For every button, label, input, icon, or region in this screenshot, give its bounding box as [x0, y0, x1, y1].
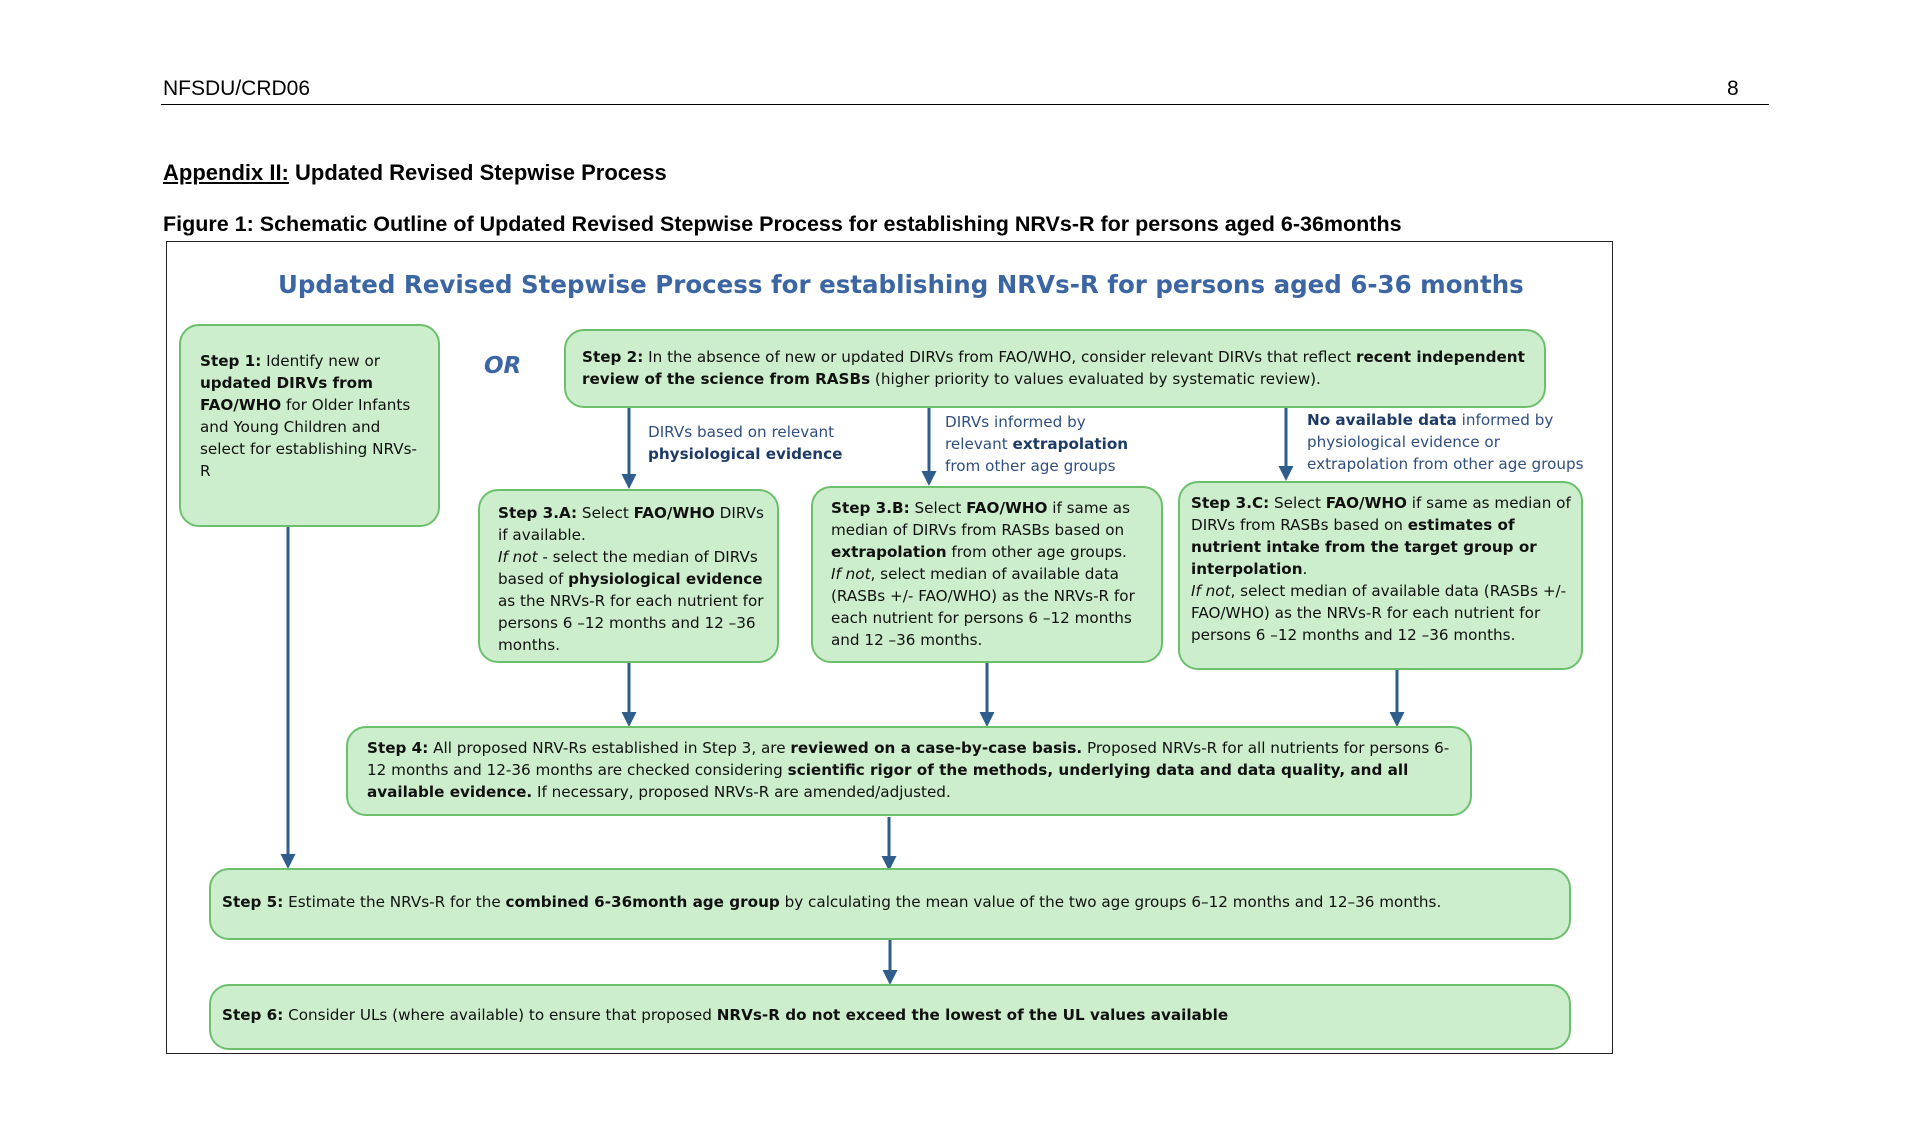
step3a-label: Step 3.A:	[498, 504, 578, 522]
appendix-label: Appendix II:	[163, 160, 289, 185]
appendix-heading: Appendix II: Updated Revised Stepwise Pr…	[163, 160, 667, 186]
label-physiological-evidence: DIRVs based on relevant physiological ev…	[648, 423, 843, 463]
step3c-box: Step 3.C: Select FAO/WHO if same as medi…	[1178, 481, 1583, 670]
step1-label: Step 1:	[200, 352, 262, 370]
step4-box: Step 4: All proposed NRV-Rs established …	[346, 726, 1472, 816]
step3c-label: Step 3.C:	[1191, 494, 1270, 512]
step6-box: Step 6: Consider ULs (where available) t…	[209, 984, 1571, 1050]
or-label: OR	[484, 353, 522, 379]
page-number: 8	[1727, 77, 1739, 100]
step3a-box: Step 3.A: Select FAO/WHO DIRVs if availa…	[478, 489, 779, 663]
diagram-title: Updated Revised Stepwise Process for est…	[278, 270, 1524, 299]
step5-box: Step 5: Estimate the NRVs-R for the comb…	[209, 868, 1571, 940]
step4-label: Step 4:	[367, 739, 429, 757]
figure-caption: Figure 1: Schematic Outline of Updated R…	[163, 212, 1402, 236]
step2-label: Step 2:	[582, 348, 644, 366]
figure-frame	[166, 241, 1613, 1054]
appendix-title: Updated Revised Stepwise Process	[288, 160, 667, 185]
header-rule	[161, 104, 1769, 105]
label-extrapolation: DIRVs informed by relevant extrapolation…	[945, 413, 1129, 475]
document-id: NFSDU/CRD06	[163, 77, 311, 100]
step5-label: Step 5:	[222, 893, 284, 911]
step1-box: Step 1: Identify new or updated DIRVs fr…	[179, 324, 440, 527]
step2-box: Step 2: In the absence of new or updated…	[564, 329, 1546, 408]
label-no-available-data: No available data informed by physiologi…	[1307, 411, 1584, 473]
step6-label: Step 6:	[222, 1006, 284, 1024]
step3b-box: Step 3.B: Select FAO/WHO if same as medi…	[811, 486, 1163, 663]
step3b-label: Step 3.B:	[831, 499, 910, 517]
